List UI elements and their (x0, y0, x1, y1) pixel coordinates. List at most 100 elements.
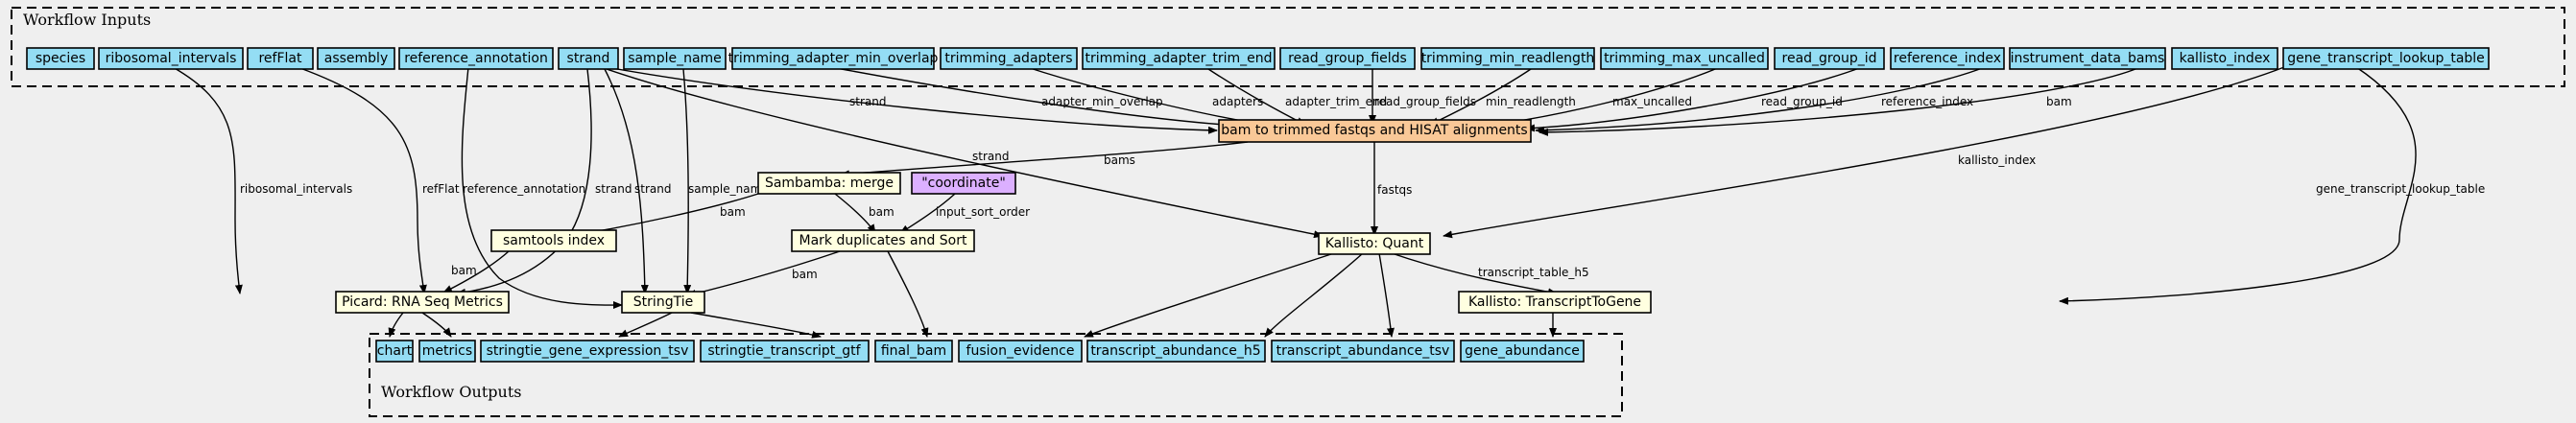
outputs-cluster: Workflow Outputs (369, 333, 1623, 417)
step-picard-rnaseq-metrics[interactable]: Picard: RNA Seq Metrics (335, 291, 510, 314)
edge-bam: bam (1538, 66, 2141, 136)
edge-picard-chart (388, 312, 404, 338)
step-picard-rnaseq-metrics-label: Picard: RNA Seq Metrics (342, 294, 503, 310)
output-fusion-evidence-label: fusion_evidence (966, 343, 1075, 359)
output-stringtie-transcript-gtf-label: stringtie_transcript_gtf (707, 343, 861, 359)
edge-label-strand-kallisto: strand (972, 150, 1009, 163)
edge-label-strand-picard: strand (595, 182, 632, 196)
output-metrics[interactable]: metrics (418, 340, 476, 363)
edge-ribosomal-intervals: ribosomal_intervals (172, 66, 352, 294)
edge-reference-index: reference_index (1535, 66, 1986, 134)
edge-label-bam-stringtie: bam (792, 268, 818, 281)
edge-label-read-group-fields: read_group_fields (1374, 95, 1476, 108)
edge-label-bam-markdup: bam (869, 205, 894, 219)
input-refflat[interactable]: refFlat (247, 47, 314, 70)
edge-label-bam-picard: bam (451, 264, 477, 277)
edge-label-read-group-id: read_group_id (1761, 95, 1843, 108)
step-kallisto-quant-label: Kallisto: Quant (1325, 236, 1424, 251)
step-stringtie[interactable]: StringTie (621, 291, 705, 314)
output-final-bam-label: final_bam (881, 343, 946, 359)
edge-label-adapter-min-overlap: adapter_min_overlap (1041, 95, 1163, 108)
input-assembly-label: assembly (324, 51, 388, 66)
input-kallisto-index[interactable]: kallisto_index (2171, 47, 2278, 70)
edge-label-strand-stringtie: strand (634, 182, 671, 196)
input-trimming-min-readlength[interactable]: trimming_min_readlength (1420, 47, 1595, 70)
edge-label-strand: strand (849, 95, 886, 108)
edge-fastqs: fastqs (1371, 142, 1412, 236)
edge-sample-name: sample_name (682, 68, 769, 294)
edge-gene-transcript-lookup-table: gene_transcript_lookup_table (2059, 66, 2485, 305)
edge-label-max-uncalled: max_uncalled (1612, 95, 1692, 108)
step-sambamba-merge[interactable]: Sambamba: merge (757, 172, 901, 195)
input-ribosomal-intervals-label: ribosomal_intervals (106, 51, 237, 66)
input-read-group-id-label: read_group_id (1782, 51, 1877, 66)
input-trimming-adapters-label: trimming_adapters (944, 51, 1072, 66)
step-samtools-index[interactable]: samtools index (490, 229, 617, 252)
input-trimming-max-uncalled-label: trimming_max_uncalled (1604, 51, 1765, 66)
output-final-bam[interactable]: final_bam (874, 340, 953, 363)
input-trimming-adapter-trim-end-label: trimming_adapter_trim_end (1085, 51, 1273, 66)
output-chart-label: chart (377, 343, 413, 359)
inputs-cluster: Workflow Inputs (11, 7, 2565, 87)
input-gene-transcript-lookup-table-label: gene_transcript_lookup_table (2287, 51, 2485, 66)
input-trimming-adapter-min-overlap-label: trimming_adapter_min_overlap (728, 51, 939, 66)
input-trimming-max-uncalled[interactable]: trimming_max_uncalled (1600, 47, 1769, 70)
input-sample-name-label: sample_name (628, 51, 722, 66)
edge-kallisto-transcript-abundance-h5 (1264, 252, 1364, 338)
outputs-cluster-label: Workflow Outputs (381, 383, 521, 401)
input-trimming-adapter-trim-end[interactable]: trimming_adapter_trim_end (1082, 47, 1276, 70)
input-assembly[interactable]: assembly (317, 47, 395, 70)
edge-adapter-min-overlap: adapter_min_overlap (830, 66, 1239, 129)
edge-label-input-sort-order: input_sort_order (936, 205, 1030, 219)
output-stringtie-gene-expression-tsv[interactable]: stringtie_gene_expression_tsv (480, 340, 695, 363)
edge-label-ribosomal-intervals: ribosomal_intervals (240, 182, 352, 196)
input-trimming-min-readlength-label: trimming_min_readlength (1421, 51, 1595, 66)
edge-label-refflat: refFlat (422, 182, 460, 196)
output-gene-abundance[interactable]: gene_abundance (1460, 340, 1585, 363)
step-stringtie-label: StringTie (633, 294, 693, 310)
input-gene-transcript-lookup-table[interactable]: gene_transcript_lookup_table (2282, 47, 2490, 70)
edge-label-transcript-table-h5: transcript_table_h5 (1478, 266, 1589, 279)
step-mark-duplicates-sort[interactable]: Mark duplicates and Sort (791, 229, 975, 252)
step-mark-duplicates-sort-label: Mark duplicates and Sort (799, 233, 967, 248)
input-read-group-fields[interactable]: read_group_fields (1279, 47, 1416, 70)
input-reference-index[interactable]: reference_index (1890, 47, 2005, 70)
const-coordinate[interactable]: "coordinate" (911, 172, 1016, 195)
output-metrics-label: metrics (422, 343, 472, 359)
edge-label-kallisto-index: kallisto_index (1958, 153, 2036, 167)
input-species[interactable]: species (26, 47, 95, 70)
input-strand[interactable]: strand (558, 47, 619, 70)
input-trimming-adapters[interactable]: trimming_adapters (940, 47, 1078, 70)
edge-kallisto-index: kallisto_index (1443, 66, 2285, 239)
input-trimming-adapter-min-overlap[interactable]: trimming_adapter_min_overlap (728, 47, 939, 70)
step-samtools-index-label: samtools index (503, 233, 605, 248)
step-sambamba-merge-label: Sambamba: merge (765, 176, 894, 191)
input-species-label: species (36, 51, 85, 66)
edge-strand-picard: strand (456, 68, 632, 296)
edge-bam-picard: bam (442, 250, 510, 294)
input-strand-label: strand (567, 51, 610, 66)
step-kallisto-transcript-to-gene[interactable]: Kallisto: TranscriptToGene (1458, 291, 1652, 314)
output-gene-abundance-label: gene_abundance (1465, 343, 1580, 359)
step-kallisto-quant[interactable]: Kallisto: Quant (1318, 232, 1431, 255)
step-bam-to-trimmed-fastqs-hisat[interactable]: bam to trimmed fastqs and HISAT alignmen… (1218, 119, 1532, 143)
edge-label-bams: bams (1104, 153, 1135, 167)
edge-strand-hisat: strand (606, 66, 1218, 134)
edge-bam-markdup: bam (834, 193, 894, 234)
edge-stringtie-gene-expression (618, 312, 673, 338)
input-read-group-id[interactable]: read_group_id (1774, 47, 1885, 70)
output-transcript-abundance-tsv[interactable]: transcript_abundance_tsv (1271, 340, 1455, 363)
input-sample-name[interactable]: sample_name (623, 47, 727, 70)
input-instrument-data-bams[interactable]: instrument_data_bams (2009, 47, 2166, 70)
output-fusion-evidence[interactable]: fusion_evidence (958, 340, 1083, 363)
output-stringtie-transcript-gtf[interactable]: stringtie_transcript_gtf (700, 340, 870, 363)
inputs-cluster-label: Workflow Inputs (23, 11, 151, 29)
edge-bam-stringtie: bam (686, 250, 841, 297)
input-ribosomal-intervals[interactable]: ribosomal_intervals (98, 47, 244, 70)
output-chart[interactable]: chart (375, 340, 414, 363)
edge-label-gene-transcript-lookup-table: gene_transcript_lookup_table (2316, 182, 2485, 196)
edge-stringtie-transcript-gtf (690, 312, 822, 339)
output-transcript-abundance-h5[interactable]: transcript_abundance_h5 (1086, 340, 1266, 363)
input-instrument-data-bams-label: instrument_data_bams (2011, 51, 2165, 66)
input-reference-annotation[interactable]: reference_annotation (398, 47, 554, 70)
